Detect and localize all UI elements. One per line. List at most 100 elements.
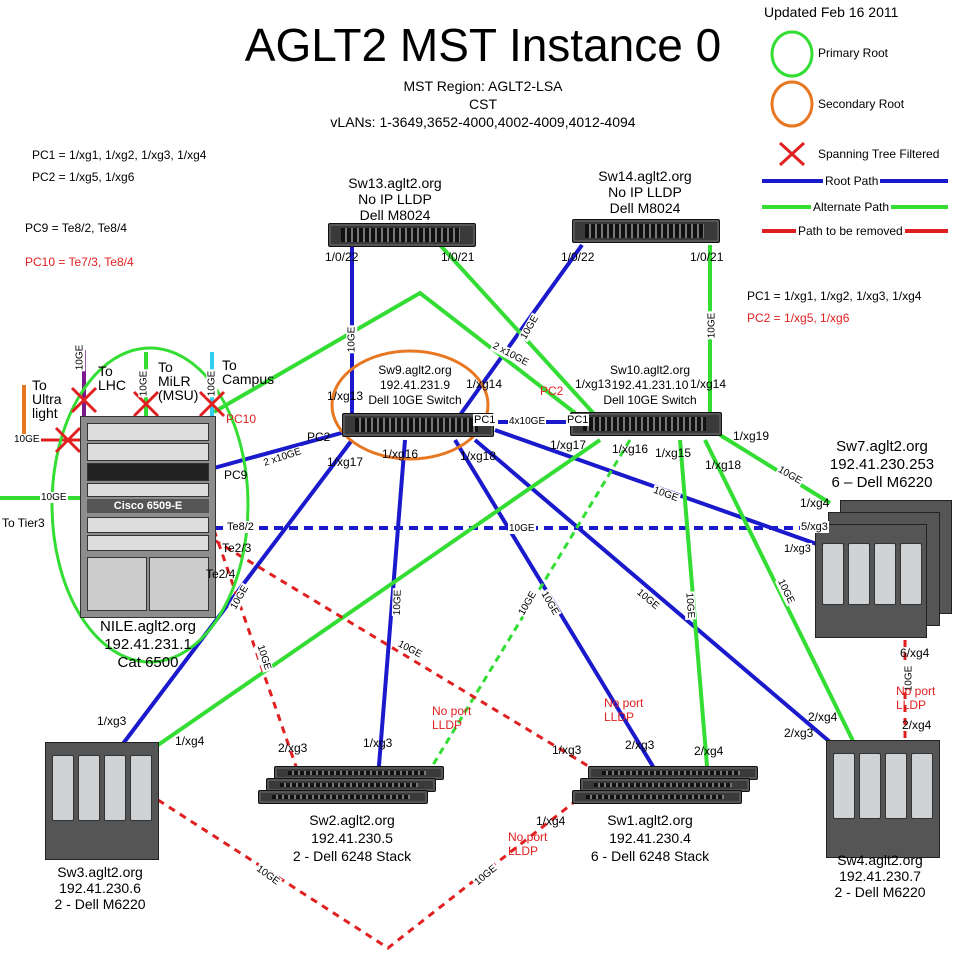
link-nile-pc10-sw10 [212,290,577,415]
sw3-device[interactable] [45,742,159,860]
port-sw10-xg16: 1/xg16 [612,442,649,456]
lldp-note-bottom: No port LLDP [508,830,548,858]
sw14-name: Sw14.aglt2.org [598,168,692,184]
sw14-device[interactable] [572,219,720,243]
port-sw13-b: 1/0/21 [441,250,475,264]
port-sw4-xg3: 2/xg3 [784,726,814,740]
sw3-model: 2 - Dell M6220 [54,896,146,912]
sw9-pc2-label: PC2 [307,430,331,444]
sw4-ip: 192.41.230.7 [839,868,921,884]
filtered-x-ultralight [54,426,82,454]
port-sw14-b: 1/0/21 [690,250,724,264]
speed-te82: 10GE [508,523,536,534]
speed-nile-campus: 10GE [206,369,218,398]
nile-to-tier3: To Tier3 [2,516,45,530]
port-sw1-xg4b: 1/xg4 [536,814,566,828]
port-sw7-xg3b: 1/xg3 [783,543,812,555]
secondary-root-sw9 [330,349,490,461]
speed-nile-milr: 10GE [138,369,150,398]
port-sw10-xg17: 1/xg17 [550,438,587,452]
port-sw3-xg3: 1/xg3 [97,714,127,728]
speed-sw9-sw2: 10GE [391,588,404,617]
port-sw14-a: 1/0/22 [561,250,595,264]
note-pc1-right: PC1 = 1/xg1, 1/xg2, 1/xg3, 1/xg4 [747,289,922,303]
nile-device[interactable]: Cisco 6509-E [80,416,216,618]
link-sw10-sw7 [718,433,832,505]
updated-date: Updated Feb 16 2011 [764,4,899,20]
note-pc10: PC10 = Te7/3, Te8/4 [25,255,134,269]
sw1-ip: 192.41.230.4 [609,830,691,846]
port-sw10-xg19: 1/xg19 [733,429,770,443]
lldp-note-sw1: No port LLDP [604,696,644,724]
speed-sw13-sw9: 10GE [346,325,358,354]
sw10-name: Sw10.aglt2.org [609,363,691,377]
sw9-name: Sw9.aglt2.org [378,363,452,377]
sw7-name: Sw7.aglt2.org [836,438,928,455]
filtered-x-lhc [70,386,98,414]
sw1-device[interactable] [572,790,742,804]
port-sw10-xg15: 1/xg15 [655,446,692,460]
sw13-device[interactable] [328,223,476,247]
sw10-ip: 192.41.231.10 [611,378,689,392]
nile-chassis-label: Cisco 6509-E [87,499,209,513]
diagram-title: AGLT2 MST Instance 0 [244,19,722,71]
sw13-name: Sw13.aglt2.org [348,175,442,191]
legend-primary-root-icon [770,30,814,78]
link-nile-sw1-removed [213,538,609,780]
sw1-name: Sw1.aglt2.org [607,812,693,828]
sw7-device[interactable] [815,524,927,638]
sw9-model: Dell 10GE Switch [368,393,462,407]
port-sw4-xg4: 2/xg4 [808,710,838,724]
cst-label: CST [469,96,497,112]
sw14-ip: No IP LLDP [608,184,682,200]
nile-pc9: PC9 [224,468,248,482]
sw1-model: 6 - Dell 6248 Stack [590,848,710,864]
sw4-device[interactable] [826,740,940,858]
port-sw7-xg4: 1/xg4 [800,496,830,510]
port-sw10-xg13: 1/xg13 [575,377,612,391]
speed-nile-lhc: 10GE [74,343,86,372]
port-sw1-xg3: 1/xg3 [552,743,582,757]
port-sw9-pc1: PC1 [473,414,497,426]
nile-to-campus: To Campus [222,357,275,387]
primary-root-nile [50,346,250,664]
note-pc2-right: PC2 = 1/xg5, 1/xg6 [747,311,850,325]
port-sw9-xg18: 1/xg18 [460,449,497,463]
port-sw9-xg14: 1/xg14 [466,377,503,391]
lldp-note-sw4: No port LLDP [896,684,936,712]
sw2-model: 2 - Dell 6248 Stack [292,848,412,864]
legend-filtered-icon [778,141,806,167]
port-sw9-xg13: 1/xg13 [327,389,364,403]
note-pc2-left: PC2 = 1/xg5, 1/xg6 [32,170,135,184]
sw3-name: Sw3.aglt2.org [57,864,143,880]
port-sw13-a: 1/0/22 [325,250,359,264]
nile-to-milr: To MiLR (MSU) [158,359,199,403]
sw3-ip: 192.41.230.6 [59,880,141,896]
port-sw4-xg4b: 2/xg4 [902,718,932,732]
sw2-ip: 192.41.230.5 [311,830,393,846]
nile-to-lhc: To LHC [98,363,127,393]
sw2-name: Sw2.aglt2.org [309,812,395,828]
nile-pc10: PC10 [226,412,257,426]
sw4-model: 2 - Dell M6220 [834,884,926,900]
sw2-device[interactable] [258,790,428,804]
sw10-device[interactable] [570,412,722,436]
port-sw10-xg18: 1/xg18 [705,458,742,472]
link-sw3-sw1-removed [157,776,606,950]
mst-region: MST Region: AGLT2-LSA [403,78,563,94]
pc1-link-speed: 4x10GE [508,416,547,427]
port-sw10-pc2: PC2 [540,384,564,398]
sw13-model: Dell M8024 [359,207,431,223]
legend-filtered: Spanning Tree Filtered [818,147,940,161]
sw9-device[interactable] [342,413,494,437]
legend-removed-path: Path to be removed [796,224,905,238]
filtered-x-campus [198,390,226,418]
legend-alternate-path: Alternate Path [811,200,892,214]
link-sw9-sw4 [473,438,832,744]
sw7-model: 6 – Dell M6220 [831,474,933,491]
speed-sw10-sw1: 10GE [683,591,697,620]
nile-te24: Te2/4 [206,567,236,581]
legend-secondary-root-icon [770,80,814,128]
link-nile-sw9-pc2 [213,430,346,470]
